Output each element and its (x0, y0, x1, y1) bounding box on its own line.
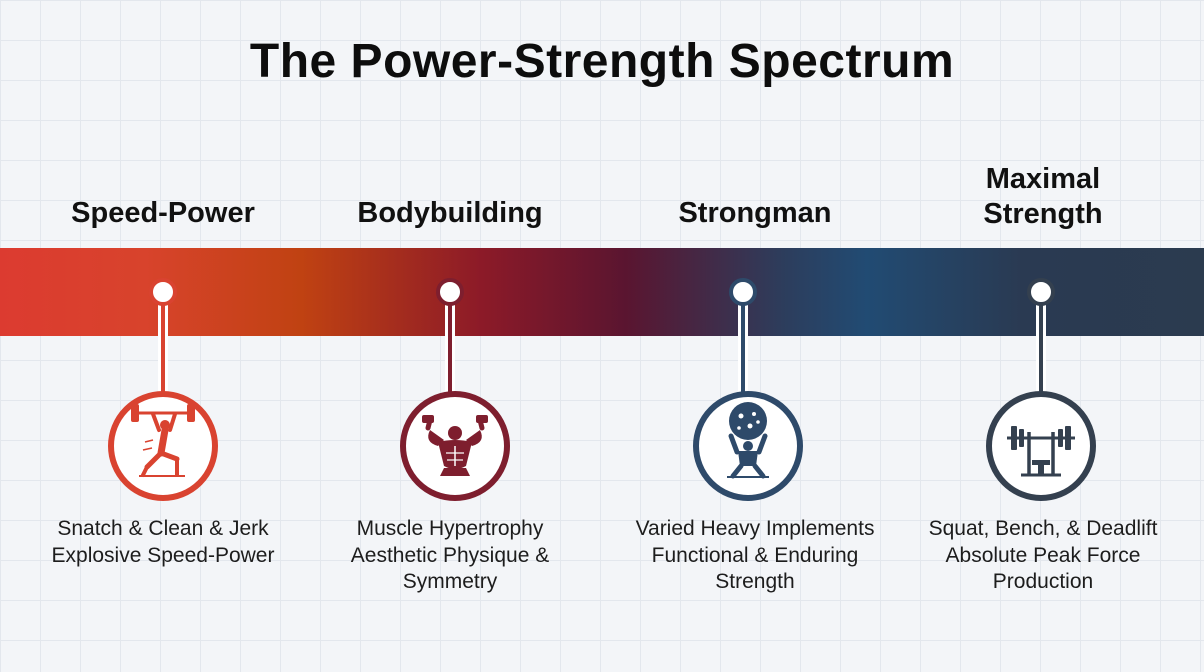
stage-description: Snatch & Clean & Jerk Explosive Speed-Po… (51, 517, 275, 567)
stage-description: Squat, Bench, & Deadlift Absolute Peak F… (928, 517, 1158, 593)
weightlifter-snatch-icon (131, 404, 195, 477)
stage-title: Maximal Strength (983, 163, 1103, 230)
page-title: The Power-Strength Spectrum (249, 35, 955, 88)
spectrum-gradient-band (0, 248, 1204, 336)
stage-description: Varied Heavy Implements Functional & End… (635, 517, 875, 593)
stage-connector (400, 278, 510, 501)
stage-title: Bodybuilding (357, 197, 543, 229)
barbell-rack-icon (1007, 426, 1075, 477)
stage-connector (108, 278, 218, 501)
bodybuilder-flex-icon (422, 415, 488, 476)
atlas-stone-lift-icon (727, 402, 769, 479)
stage-description: Muscle Hypertrophy Aesthetic Physique & … (350, 517, 550, 593)
stage-title: Speed-Power (71, 197, 255, 229)
stage-connector (986, 278, 1096, 501)
stage-title: Strongman (678, 197, 832, 229)
stage-connector (693, 278, 803, 501)
